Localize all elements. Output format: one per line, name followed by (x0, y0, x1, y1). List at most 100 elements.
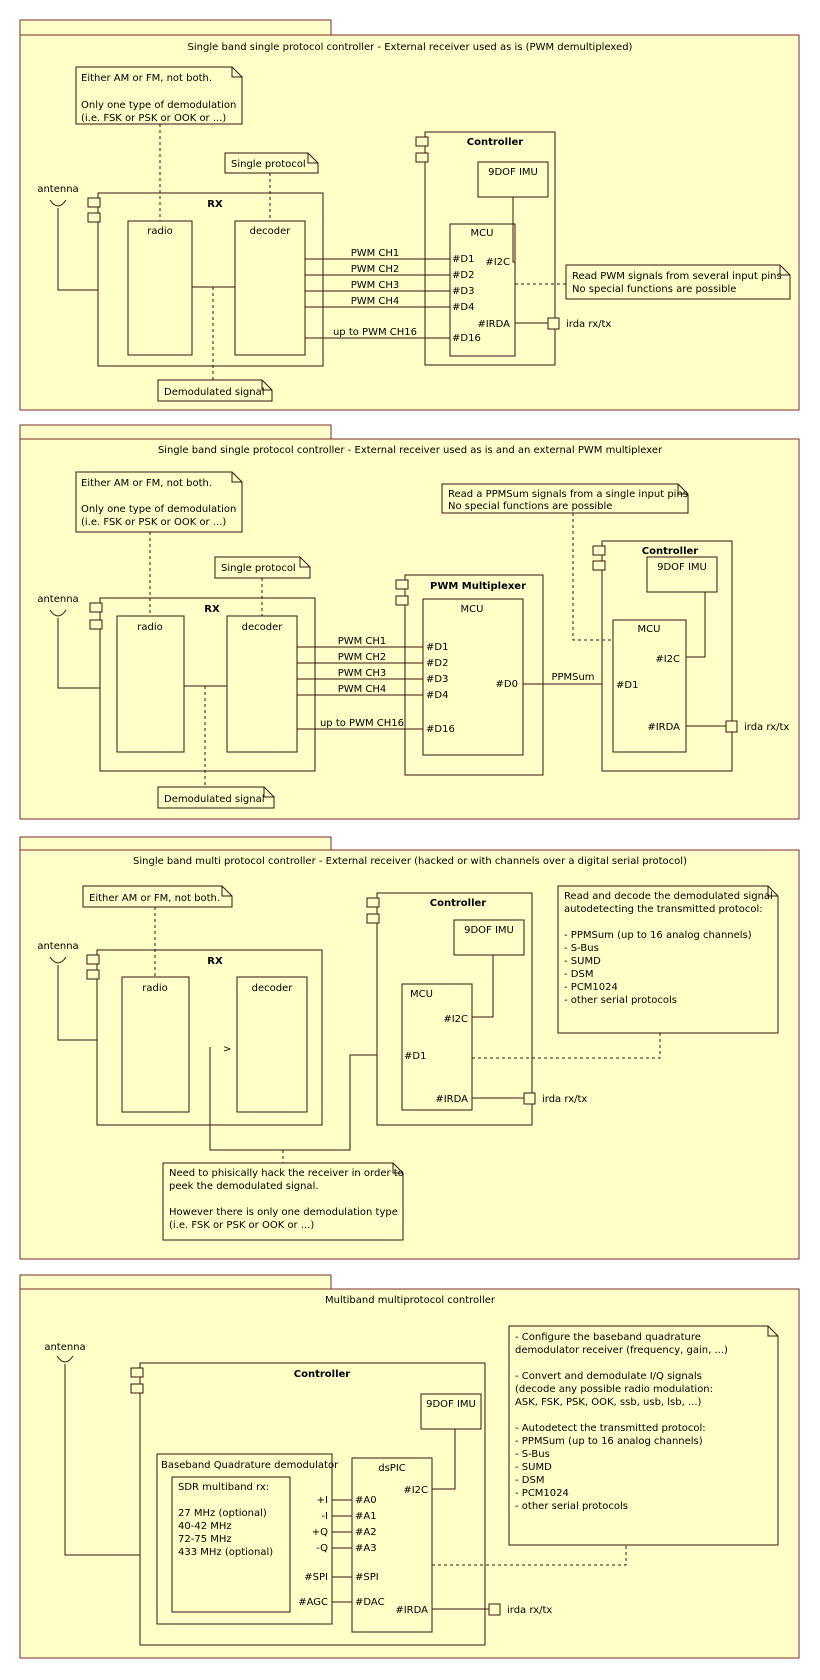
demod-pin: -I (321, 1511, 328, 1522)
note-fold (221, 886, 232, 897)
note-text: Demodulated signal (164, 794, 264, 805)
note-text: - Configure the baseband quadrature (515, 1332, 701, 1343)
note-text: ASK, FSK, PSK, OOK, ssb, usb, lsb, ...) (515, 1397, 702, 1408)
note-decode (557, 885, 779, 1034)
component-port-icon (395, 579, 409, 590)
mcu-input-pin: #D3 (452, 286, 474, 297)
dspic-pin: #A3 (355, 1543, 377, 1554)
hack-wire (209, 1047, 405, 1151)
i2c-wire (686, 592, 706, 658)
imu-block (646, 556, 718, 593)
sdr-block (171, 1476, 291, 1613)
component-port-icon (130, 1383, 144, 1394)
section-2: Single band single protocol controller -… (19, 424, 800, 820)
iq-wires (332, 1499, 352, 1603)
mcu-i2c-pin: #I2C (655, 654, 680, 665)
mux-mcu-label: MCU (461, 604, 484, 615)
note-text: - PCM1024 (564, 982, 618, 993)
note-fold (767, 1326, 778, 1337)
irda-port-icon[interactable] (488, 1603, 501, 1616)
pwm-channel-label: PWM CH1 (351, 248, 400, 259)
mcu-irda-pin: #IRDA (435, 1094, 468, 1105)
pwm-channel-label: PWM CH4 (338, 684, 387, 695)
package-tab (19, 424, 332, 440)
note-text: Either AM or FM, not both. (81, 73, 212, 84)
radio-block (116, 615, 185, 753)
note-text: - SUMD (515, 1462, 552, 1473)
antenna-icon (49, 609, 67, 617)
note-text: Read PWM signals from several input pins (572, 271, 782, 282)
mux-input-pin: #D16 (426, 724, 455, 735)
note-anchor (572, 513, 613, 641)
decoder-block (226, 615, 298, 753)
pwm-multiplexer-title: PWM Multiplexer (430, 581, 526, 592)
demod-pin: #SPI (304, 1572, 328, 1583)
component-port-icon (130, 1367, 144, 1378)
imu-label: 9DOF IMU (426, 1399, 476, 1410)
mux-input-pin: #D1 (426, 642, 448, 653)
antenna-wire (64, 1364, 157, 1556)
mcu-input-pin: #D1 (452, 254, 474, 265)
mcu-i2c-pin: #I2C (485, 257, 510, 268)
irda-port-icon[interactable] (725, 720, 738, 733)
demod-pin: -Q (316, 1543, 328, 1554)
mcu-label: MCU (638, 624, 661, 635)
mcu-block (401, 983, 473, 1111)
note-fold (231, 472, 242, 483)
note-fold (299, 557, 310, 568)
note-text: Only one type of demodulation (81, 504, 236, 515)
decoder-block (234, 220, 306, 356)
note-text: - DSM (564, 969, 593, 980)
demod-pin: +I (317, 1495, 328, 1506)
component-port-icon (87, 212, 101, 223)
irda-port-icon[interactable] (523, 1092, 536, 1105)
component-port-icon (366, 897, 380, 908)
section-title: Single band multi protocol controller - … (133, 856, 687, 867)
antenna-label: antenna (37, 941, 78, 952)
mux-input-pin: #D3 (426, 674, 448, 685)
sdr-text: 27 MHz (optional) (178, 1508, 267, 1519)
package-tab (19, 19, 332, 36)
note-text: peek the demodulated signal. (169, 1181, 319, 1192)
component-port-icon (86, 954, 100, 965)
component-port-icon (87, 197, 101, 208)
sdr-text: SDR multiband rx: (178, 1482, 269, 1493)
mcu-irda-pin: #IRDA (647, 722, 680, 733)
note-am-fm (82, 885, 233, 908)
irda-port-icon[interactable] (547, 317, 560, 330)
note-text: - other serial protocols (564, 995, 677, 1006)
mcu-d1-pin: #D1 (616, 680, 638, 691)
note-protocol (214, 556, 311, 579)
rx-title: RX (207, 199, 223, 210)
note-text: (i.e. FSK or PSK or OOK or ...) (81, 517, 226, 528)
sdr-text: 40-42 MHz (178, 1521, 232, 1532)
antenna-icon (49, 199, 67, 207)
note-fold (779, 265, 790, 276)
note-demod (157, 786, 275, 809)
note-text: - PPMSum (up to 16 analog channels) (515, 1436, 703, 1447)
note-demod (157, 379, 273, 402)
note-fold (231, 67, 242, 78)
antenna-icon (56, 1355, 74, 1363)
section-1: Single band single protocol controller -… (19, 19, 800, 411)
note-anchor (472, 1033, 661, 1059)
dspic-pin: #A2 (355, 1527, 377, 1538)
mcu-label: MCU (410, 989, 433, 1000)
demod-pin: +Q (312, 1527, 328, 1538)
dspic-i2c-pin: #I2C (403, 1485, 428, 1496)
note-text: Need to phisically hack the receiver in … (169, 1168, 404, 1179)
pwm-channel-label: up to PWM CH16 (320, 718, 404, 729)
note-fold (392, 1163, 403, 1174)
section-3: Single band multi protocol controller - … (19, 836, 800, 1260)
mcu-input-pin: #D16 (452, 333, 481, 344)
note-text: Only one type of demodulation (81, 100, 236, 111)
imu-label: 9DOF IMU (657, 562, 707, 573)
mcu-irda-pin: #IRDA (477, 319, 510, 330)
radio-label: radio (142, 983, 167, 994)
demodulator-label: Baseband Quadrature demodulator (161, 1460, 339, 1471)
arrow-label: > (223, 1044, 231, 1055)
note-text: (i.e. FSK or PSK or OOK or ...) (169, 1220, 314, 1231)
mux-input-pin: #D4 (426, 690, 448, 701)
mux-mcu-block (422, 598, 524, 756)
